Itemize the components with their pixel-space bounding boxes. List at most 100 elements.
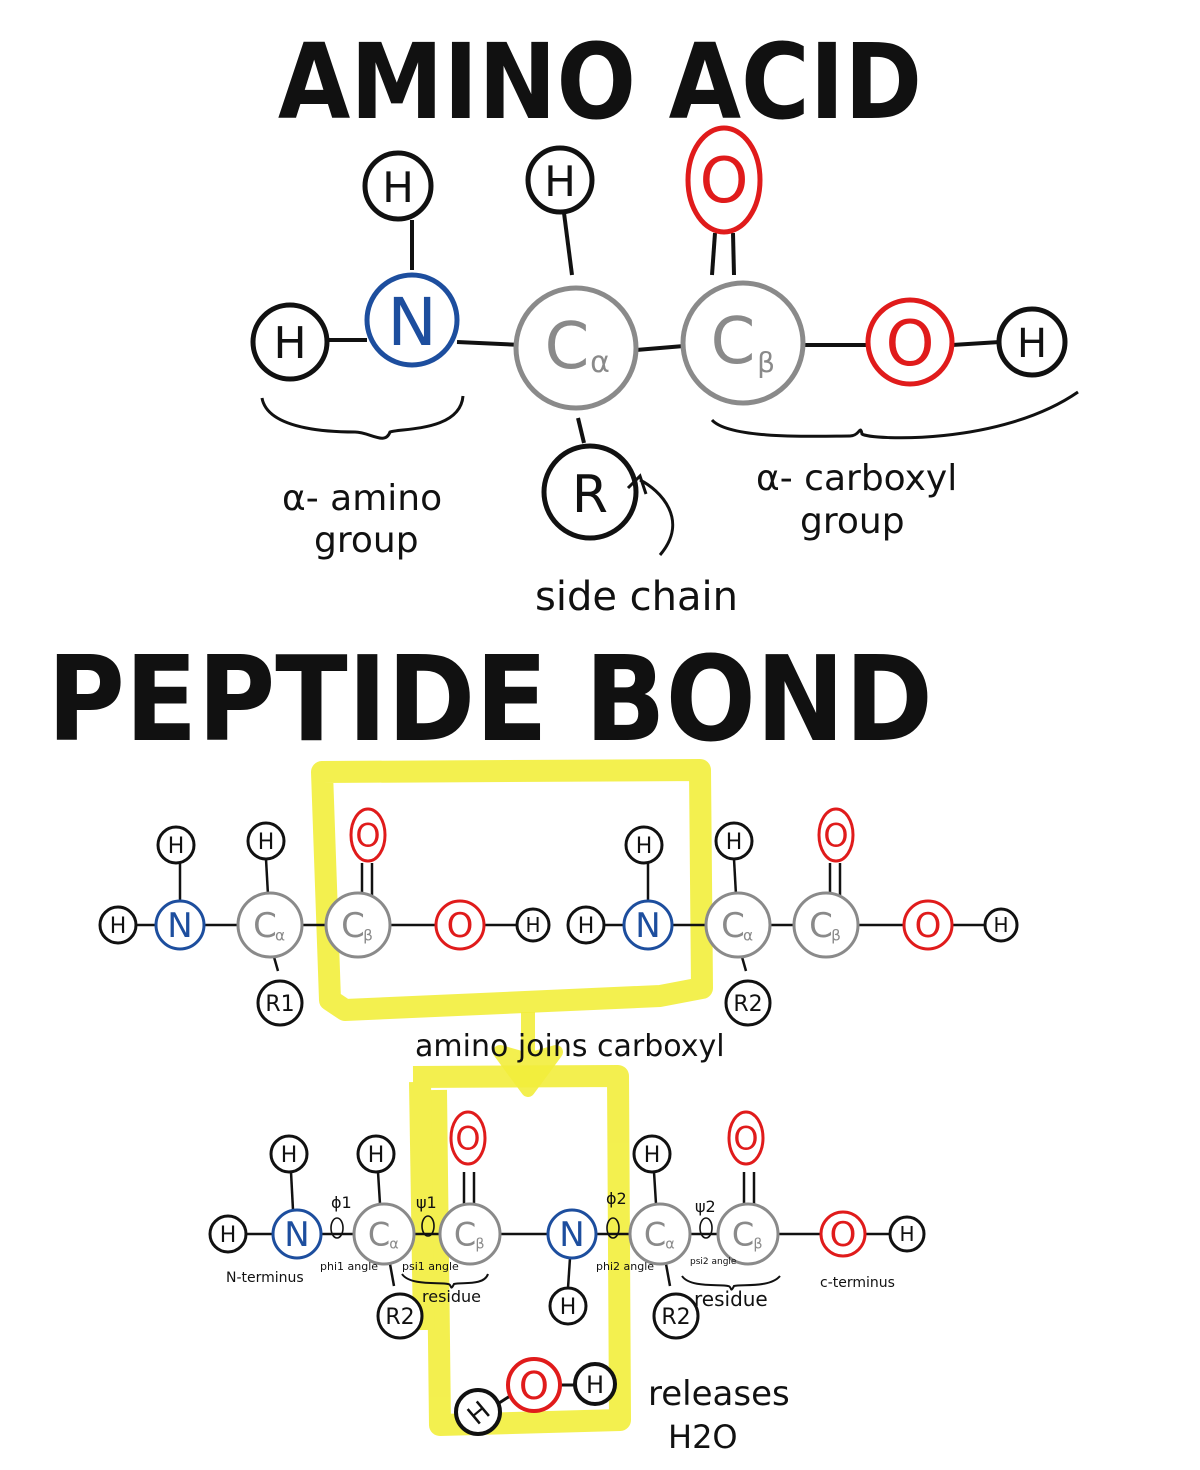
dp-atom-h-n2: H xyxy=(548,1286,588,1326)
row1-atom-h-left-1: H xyxy=(98,905,138,945)
residue-label-2: residue xyxy=(694,1287,768,1311)
row1-atom-oxygen-1: O xyxy=(434,899,486,951)
row1-atom-h-calpha-1-label: H xyxy=(258,830,275,855)
atom-h-left-label: H xyxy=(273,318,306,369)
side-chain-arrow xyxy=(639,478,675,556)
atom-oxygen-right-label: O xyxy=(886,307,935,380)
atom-oxygen-top-label: O xyxy=(700,144,749,217)
dp-atom-carbon-alpha-1-sub: α xyxy=(389,1236,399,1252)
atom-carbon-alpha: C α xyxy=(513,285,639,411)
amino-joins-carboxyl-label: amino joins carboxyl xyxy=(415,1029,725,1064)
highlight-box-top xyxy=(311,759,713,1021)
dp-atom-h-ca1-label: H xyxy=(368,1143,385,1168)
water-h-right: H xyxy=(573,1362,617,1406)
row1-atom-r-2-label: R2 xyxy=(733,992,762,1017)
psi2-symbol: ψ2 xyxy=(695,1197,716,1216)
dp-atom-r-1-label: R2 xyxy=(385,1305,414,1330)
carboxyl-group-label-line1: α- carboxyl xyxy=(756,458,957,499)
row1-atom-h-right-2-label: H xyxy=(993,913,1008,937)
row1-atom-h-right-1: H xyxy=(515,907,551,943)
row1-atom-h-left-1-label: H xyxy=(110,914,127,939)
row1-atom-r-1-label: R1 xyxy=(265,992,294,1017)
row1-atom-nitrogen-1: N xyxy=(154,899,206,951)
row1-atom-oxygen-top-2: O xyxy=(817,807,855,863)
row1-atom-carbon-beta-1-sub: β xyxy=(363,926,373,944)
dp-atom-oxygen-top-1-label: O xyxy=(455,1120,480,1158)
water-molecule: H O H xyxy=(454,1357,617,1436)
dp-atom-h-ca2: H xyxy=(632,1134,672,1174)
amino-acid-title: AMINO ACID xyxy=(278,21,922,143)
row1-atom-oxygen-2-label: O xyxy=(915,906,942,946)
row1-atom-carbon-alpha-2: Cα xyxy=(704,891,772,959)
dp-atom-nitrogen-2-label: N xyxy=(559,1215,584,1255)
water-formula-label: H2O xyxy=(668,1418,738,1456)
dp-atom-h-left-label: H xyxy=(220,1223,237,1248)
highlight-inner-stroke xyxy=(409,1081,435,1331)
row1-atom-carbon-beta-1-label: C xyxy=(341,906,365,946)
dp-atom-r-2: R2 xyxy=(652,1292,700,1340)
row1-atom-oxygen-top-2-label: O xyxy=(823,817,848,855)
bond-calpha-h xyxy=(562,212,574,276)
dp-atom-oxygen-end-label: O xyxy=(830,1215,857,1255)
dp-atom-h-ca2-label: H xyxy=(644,1143,661,1168)
dp-atom-h-left: H xyxy=(208,1214,248,1254)
water-h-right-label: H xyxy=(586,1371,604,1399)
row1-atom-carbon-beta-2-label: C xyxy=(809,906,833,946)
row1-atom-h-left-2: H xyxy=(566,905,606,945)
dp-bond-ca2-r xyxy=(664,1263,672,1287)
row1-atom-nitrogen-1-label: N xyxy=(167,906,192,946)
dp-atom-h-right-label: H xyxy=(899,1222,914,1246)
atom-oxygen-right: O xyxy=(865,297,955,387)
dp-atom-r-1: R2 xyxy=(376,1292,424,1340)
double-bond-line-1 xyxy=(710,232,717,276)
row1-atom-carbon-alpha-2-label: C xyxy=(721,906,745,946)
dp-atom-oxygen-top-2-label: O xyxy=(733,1120,758,1158)
water-oxygen: O xyxy=(506,1357,562,1413)
side-chain-arrowhead xyxy=(626,473,648,495)
dp-atom-carbon-beta-2-label: C xyxy=(732,1216,754,1254)
side-chain-label: side chain xyxy=(535,574,738,620)
row1-atom-h-calpha-2-label: H xyxy=(726,830,743,855)
row1-atom-carbon-beta-2-sub: β xyxy=(831,926,841,944)
dp-atom-carbon-beta-2-sub: β xyxy=(753,1236,762,1252)
phi1-symbol: ϕ1 xyxy=(331,1193,352,1212)
row1-atom-carbon-alpha-1: Cα xyxy=(236,891,304,959)
dp-atom-h-n1-label: H xyxy=(281,1143,298,1168)
row1-atom-oxygen-top-1: O xyxy=(349,807,387,863)
dp-atom-nitrogen-1: N xyxy=(271,1208,323,1260)
atom-carbon-beta-label: C xyxy=(711,305,756,379)
releases-label: releases xyxy=(648,1374,790,1414)
c-terminus-label: c-terminus xyxy=(820,1275,895,1291)
dp-atom-nitrogen-1-label: N xyxy=(284,1215,309,1255)
peptide-bond-title: PEPTIDE BOND xyxy=(47,630,933,768)
dp-bond-n2-h xyxy=(566,1257,572,1289)
phi2-angle-label: phi2 angle xyxy=(596,1260,654,1273)
bond-o-h xyxy=(951,340,1001,347)
dp-atom-carbon-alpha-2-label: C xyxy=(644,1216,666,1254)
atom-side-chain-r-label: R xyxy=(572,465,608,525)
row1-atom-h-n-1-label: H xyxy=(168,834,185,859)
amino-group-brace xyxy=(260,395,465,440)
dp-bond-ca1-r xyxy=(388,1263,396,1287)
carboxyl-group-brace xyxy=(710,390,1079,440)
dp-atom-carbon-beta-1-sub: β xyxy=(475,1236,484,1252)
torsion-markers xyxy=(330,1215,713,1239)
dp-atom-oxygen-top-1: O xyxy=(449,1110,487,1166)
bond-n-calpha xyxy=(456,340,523,347)
row1-atom-carbon-alpha-1-label: C xyxy=(253,906,277,946)
n-terminus-label: N-terminus xyxy=(226,1270,304,1286)
row1-atom-r-1: R1 xyxy=(256,979,304,1027)
bond-calpha-r xyxy=(576,417,586,444)
psi1-symbol: ψ1 xyxy=(416,1193,437,1212)
psi2-angle-label: psi2 angle xyxy=(690,1257,737,1267)
row1-atom-h-calpha-2: H xyxy=(714,821,754,861)
highlight-arrow xyxy=(493,1012,563,1097)
atom-h-top-n: H xyxy=(362,150,434,222)
bond-calpha-r-2 xyxy=(740,956,748,972)
row1-atom-h-right-2: H xyxy=(983,907,1019,943)
dp-atom-h-right: H xyxy=(888,1215,926,1253)
dp-atom-oxygen-end: O xyxy=(819,1210,867,1258)
dp-atom-carbon-alpha-1-label: C xyxy=(368,1216,390,1254)
